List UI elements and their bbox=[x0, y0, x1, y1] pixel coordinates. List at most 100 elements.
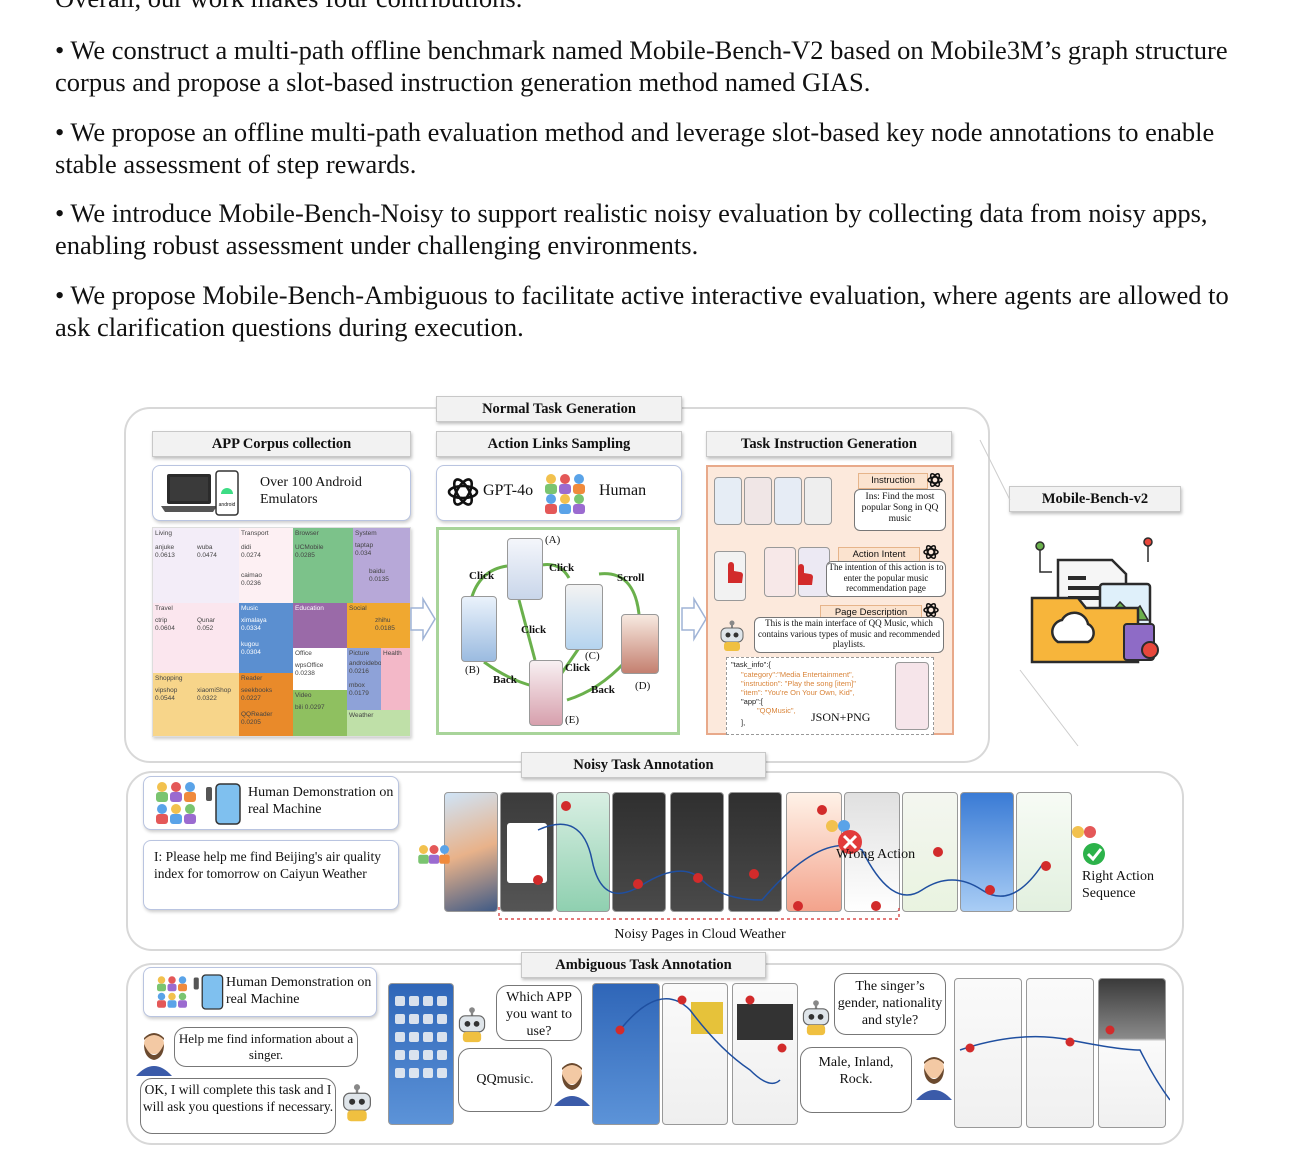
treemap-office: Office wpsOffice 0.0238 bbox=[293, 648, 347, 690]
screen-c bbox=[565, 584, 603, 650]
treemap-app: zhihu 0.0185 bbox=[375, 617, 395, 632]
graph-click-3: Click bbox=[521, 624, 547, 636]
treemap-app: androidebook 0.0216 bbox=[349, 660, 389, 675]
noisy-screen bbox=[500, 792, 554, 912]
user-request-bubble: Help me find information about a singer. bbox=[174, 1027, 358, 1067]
thumb-json bbox=[895, 662, 929, 730]
action-graph: (A) (B) (C) (D) (E) Click Click Scroll C… bbox=[436, 527, 680, 735]
treemap-education: Education bbox=[293, 603, 347, 648]
thumb-3 bbox=[774, 477, 802, 525]
treemap-app: mbox 0.0179 bbox=[349, 682, 369, 697]
gpt-label: GPT-4o bbox=[483, 482, 534, 499]
paragraph-intro: Overall, our work makes four contributio… bbox=[55, 0, 1245, 14]
screen-d bbox=[621, 614, 659, 674]
treemap-travel: Travel ctrip 0.0604 Qunar 0.052 bbox=[153, 603, 239, 673]
thumb-4 bbox=[804, 477, 832, 525]
user-avatar-icon bbox=[916, 1057, 952, 1100]
human-group-icon bbox=[156, 782, 196, 824]
treemap-living: Living anjuke 0.0613 wuba 0.0474 bbox=[153, 528, 239, 603]
noisy-screens bbox=[442, 790, 1072, 912]
human-group-icon bbox=[157, 976, 187, 1008]
noisy-screen bbox=[1016, 792, 1072, 912]
json-png-label: JSON+PNG bbox=[811, 710, 871, 724]
home-screen bbox=[388, 983, 454, 1125]
ambiguous-task-title: Ambiguous Task Annotation bbox=[521, 952, 766, 978]
openai-logo-icon bbox=[447, 478, 479, 506]
right-check-icon bbox=[1072, 826, 1105, 865]
treemap-label-health: Health bbox=[383, 650, 402, 657]
emulators-card: android Over 100 Android Emulators bbox=[152, 465, 411, 521]
noisy-human-demo-card: Human Demonstration on real Machine bbox=[143, 776, 399, 830]
app-treemap: Living anjuke 0.0613 wuba 0.0474 Transpo… bbox=[152, 527, 411, 737]
treemap-app: baidu 0.0135 bbox=[369, 568, 389, 583]
treemap-music: Music ximalaya 0.0334 kugou 0.0304 bbox=[239, 603, 293, 673]
treemap-app: QQReader 0.0205 bbox=[241, 711, 273, 726]
json-box: "task_info":{ "category":"Media Entertai… bbox=[726, 657, 934, 735]
phone-icon bbox=[206, 783, 241, 825]
app-screen bbox=[592, 983, 660, 1125]
graph-label-d: (D) bbox=[635, 680, 651, 692]
treemap-app: didi 0.0274 bbox=[241, 544, 261, 559]
treemap-label-system: System bbox=[355, 530, 377, 537]
treemap-label-transport: Transport bbox=[241, 530, 269, 537]
noisy-screen bbox=[670, 792, 724, 912]
noisy-screen bbox=[556, 792, 610, 912]
treemap-app: wuba 0.0474 bbox=[197, 544, 217, 559]
arrow-right-icon bbox=[410, 596, 436, 642]
trajectory-line bbox=[533, 801, 1051, 911]
human-group-icon bbox=[545, 474, 585, 514]
intent-bubble: The intention of this action is to enter… bbox=[826, 561, 946, 597]
emulators-text: Over 100 Android Emulators bbox=[260, 475, 362, 507]
treemap-label-social: Social bbox=[349, 605, 367, 612]
treemap-app: Qunar 0.052 bbox=[197, 617, 216, 632]
graph-back-1: Back bbox=[493, 674, 517, 686]
app-screen bbox=[954, 978, 1022, 1128]
robot-icon bbox=[802, 1000, 830, 1036]
human-label: Human bbox=[599, 482, 647, 499]
treemap-app: ximalaya 0.0334 bbox=[241, 617, 267, 632]
treemap-weather: Weather bbox=[347, 710, 410, 736]
human-group-icon bbox=[418, 845, 450, 864]
json-line: "task_info":{ bbox=[731, 660, 771, 669]
json-line: "instruction": "Play the song [item]" bbox=[741, 679, 856, 688]
noisy-screen bbox=[612, 792, 666, 912]
thumb-1 bbox=[714, 477, 742, 525]
treemap-system: System taptap 0.034 baidu 0.0135 bbox=[353, 528, 410, 603]
treemap-app: ctrip 0.0604 bbox=[155, 617, 175, 632]
graph-arrows bbox=[469, 563, 641, 702]
noisy-screen bbox=[444, 792, 498, 912]
corpus-title: APP Corpus collection bbox=[152, 431, 411, 457]
graph-label-b: (B) bbox=[465, 664, 480, 676]
models-card: GPT-4o Human bbox=[436, 465, 682, 521]
treemap-label-video: Video bbox=[295, 692, 312, 699]
treemap-app: vipshop 0.0544 bbox=[155, 687, 178, 702]
noisy-screen bbox=[786, 792, 842, 912]
treemap-label-picture: Picture bbox=[349, 650, 370, 657]
json-line: "QQMusic", bbox=[757, 706, 796, 715]
click-marker-icon bbox=[798, 564, 813, 585]
treemap-health: Health bbox=[381, 648, 410, 710]
json-line: "category":"Media Entertainment", bbox=[741, 670, 854, 679]
user-answer-2: Male, Inland, Rock. bbox=[800, 1047, 912, 1113]
app-screen bbox=[732, 983, 798, 1125]
app-screen bbox=[662, 983, 728, 1125]
treemap-app: wpsOffice 0.0238 bbox=[295, 662, 324, 677]
robot-icon bbox=[458, 1007, 486, 1043]
screen-b bbox=[461, 596, 497, 662]
noisy-pages-bracket bbox=[498, 907, 900, 920]
json-line: "app":[ bbox=[741, 697, 764, 706]
treemap-video: Video bili 0.0297 bbox=[293, 690, 347, 736]
openai-logo-icon bbox=[923, 603, 939, 617]
android-label: android bbox=[218, 502, 236, 508]
treemap-reader: Reader seekbooks 0.0227 QQReader 0.0205 bbox=[239, 673, 293, 736]
wrong-action-label: Wrong Action bbox=[836, 847, 916, 862]
thumb-6 bbox=[764, 547, 796, 597]
treemap-app: xiaomiShop 0.0322 bbox=[197, 687, 231, 702]
treemap-label-weather: Weather bbox=[349, 712, 374, 719]
trajectory-line bbox=[615, 995, 1170, 1101]
graph-label-c: (C) bbox=[585, 650, 600, 662]
treemap-label-music: Music bbox=[241, 605, 258, 612]
treemap-shopping: Shopping vipshop 0.0544 xiaomiShop 0.032… bbox=[153, 673, 239, 736]
paragraph-contribution-1: • We construct a multi-path offline benc… bbox=[55, 35, 1228, 97]
paragraph-contribution-3: • We introduce Mobile-Bench-Noisy to sup… bbox=[55, 198, 1208, 260]
